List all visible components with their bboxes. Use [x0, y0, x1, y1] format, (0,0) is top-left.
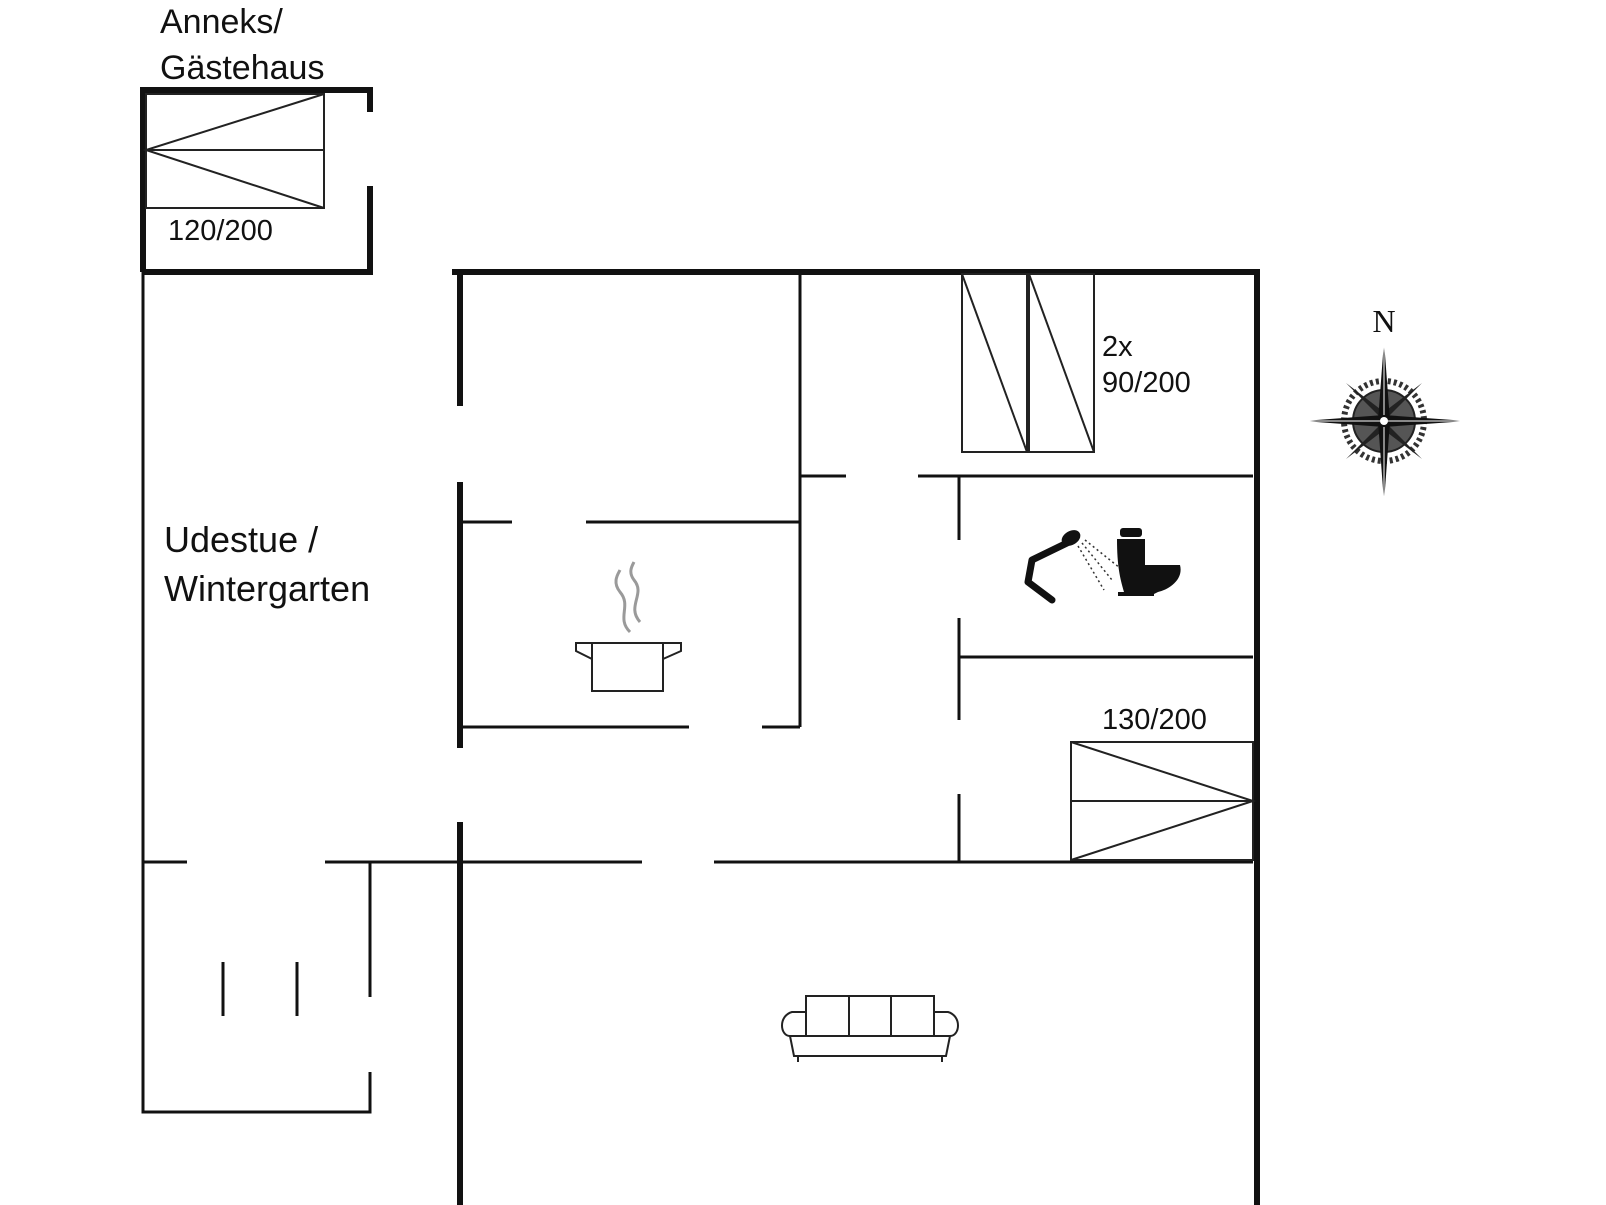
winter-garden-title-line1: Udestue / — [164, 519, 318, 560]
compass-north-label: N — [1372, 303, 1395, 339]
annex-title-line1: Anneks/ — [160, 3, 283, 41]
bed-icon — [961, 273, 1095, 453]
bed-130-size: 130/200 — [1102, 704, 1207, 736]
bed-icon — [142, 93, 325, 209]
walls — [140, 87, 1260, 1205]
twin-bed-count: 2x — [1102, 331, 1133, 363]
shower-icon — [1024, 530, 1121, 604]
interior-walls — [460, 272, 1253, 864]
sofa-icon — [781, 995, 959, 1062]
bed-icon — [1070, 741, 1257, 861]
winter-garden-walls — [141, 272, 457, 1114]
toilet-icon — [1117, 528, 1181, 596]
cooking-pot-icon — [575, 561, 682, 692]
annex-walls — [140, 87, 373, 275]
winter-garden-title-line2: Wintergarten — [164, 568, 370, 609]
compass-icon — [1303, 341, 1467, 503]
annex-bed-size: 120/200 — [168, 215, 273, 247]
house-outer-walls — [452, 269, 1260, 1205]
annex-title-line2: Gästehaus — [160, 49, 324, 87]
twin-bed-size: 90/200 — [1102, 367, 1191, 399]
